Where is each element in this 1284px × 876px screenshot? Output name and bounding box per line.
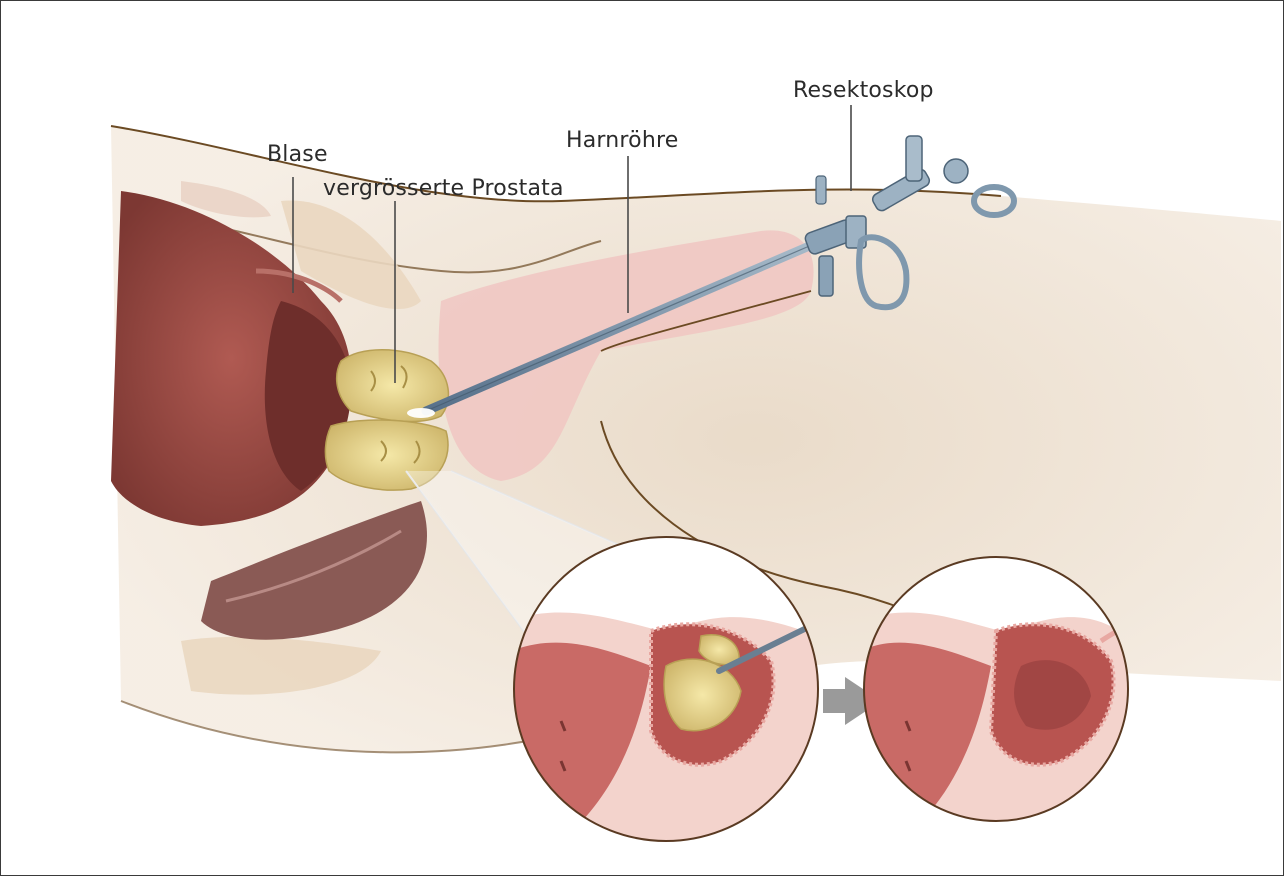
label-resectoscope: Resektoskop xyxy=(793,78,934,103)
label-bladder: Blase xyxy=(267,142,328,167)
label-urethra: Harnröhre xyxy=(566,128,679,153)
label-enlarged-prostate: vergrösserte Prostata xyxy=(323,176,564,201)
